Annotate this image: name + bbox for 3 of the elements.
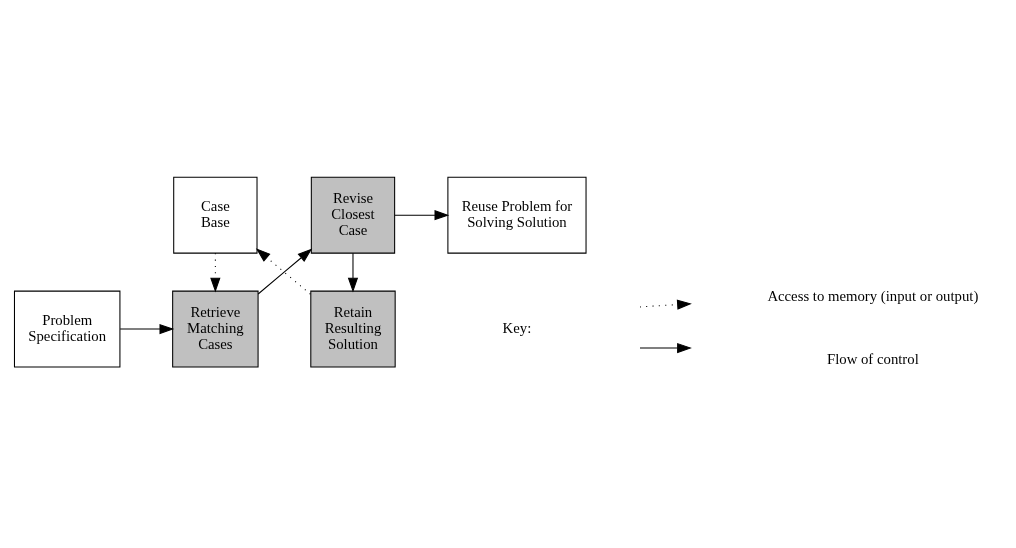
label: Key:	[502, 319, 532, 336]
legend-label: Access to memory (input or output)	[767, 287, 979, 304]
legend-label: Flow of control	[826, 350, 919, 367]
